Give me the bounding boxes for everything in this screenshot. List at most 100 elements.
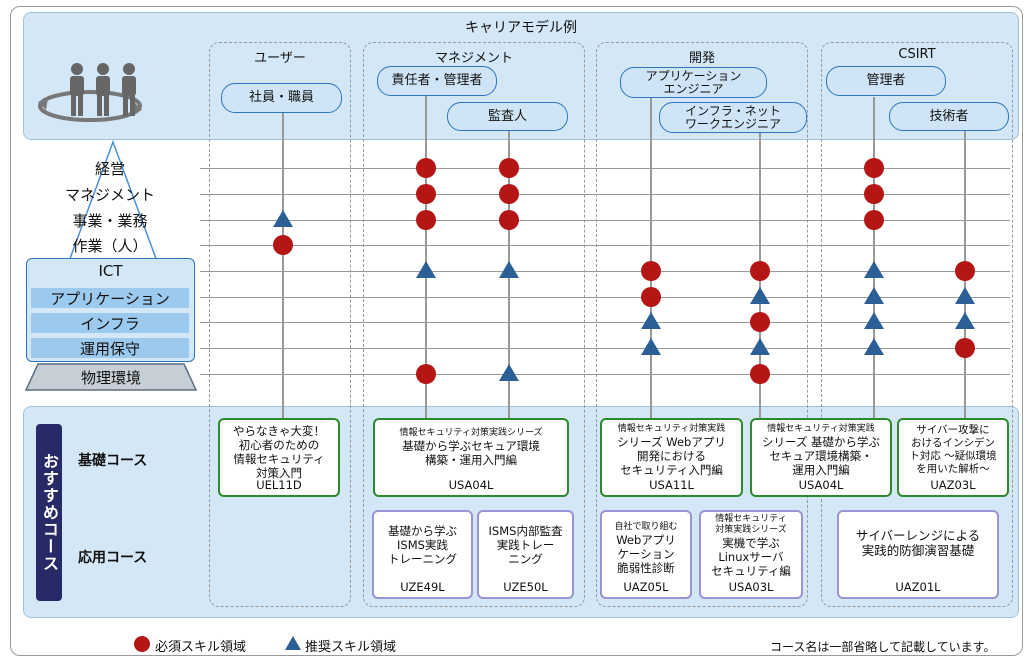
recommended-courses-label: おすすめコース	[36, 424, 62, 601]
course-code: UZE49L	[400, 580, 445, 594]
level-work: 作業（人）	[72, 237, 148, 255]
course-name: サイバーレンジによる 実践的防御演習基礎	[855, 528, 981, 558]
outer-frame	[10, 6, 1023, 656]
role-line	[282, 112, 284, 421]
role-infra-engineer: インフラ・ネット ワークエンジニア	[659, 102, 807, 133]
level-infrastructure: インフラ	[31, 313, 189, 333]
course-card[interactable]: 情報セキュリティ 対策実践シリーズ 実機で学ぶ Linuxサーバ セキュリティ編…	[699, 510, 803, 599]
required-skill-dot	[641, 287, 661, 307]
level-line	[200, 322, 1010, 323]
course-code: USA04L	[798, 478, 844, 492]
role-employee: 社員・職員	[221, 83, 342, 113]
level-business: 事業・業務	[72, 212, 148, 230]
recommended-skill-triangle	[955, 287, 975, 304]
level-ict: ICT	[98, 262, 123, 280]
required-skill-dot	[499, 210, 519, 230]
role-line	[425, 95, 427, 421]
recommended-skill-triangle	[955, 312, 975, 329]
pyramid-outline	[67, 140, 159, 265]
course-prefix: 情報セキュリティ 対策実践シリーズ	[715, 514, 787, 535]
recommended-skill-triangle	[641, 312, 661, 329]
role-line	[650, 97, 652, 421]
required-skill-dot	[499, 158, 519, 178]
required-skill-dot	[750, 261, 770, 281]
course-code: USA03L	[728, 580, 774, 594]
course-prefix: 自社で取り組む	[614, 522, 678, 532]
course-name: やらなきゃ大変！ 初心者のための 情報セキュリティ 対策入門	[233, 424, 325, 480]
course-name: 基礎から学ぶ ISMS実践 トレーニング	[388, 524, 457, 566]
required-skill-dot	[750, 312, 770, 332]
level-line	[200, 194, 1010, 195]
required-skill-dot	[416, 364, 436, 384]
course-card[interactable]: 情報セキュリティ対策実践 シリーズ 基礎から学ぶ セキュア環境構築・ 運用入門編…	[750, 418, 892, 497]
recommended-skill-triangle	[864, 287, 884, 304]
level-management: マネジメント	[64, 186, 155, 204]
required-skill-dot	[273, 235, 293, 255]
group-title-csirt: CSIRT	[898, 47, 936, 62]
level-line	[200, 374, 1010, 375]
group-title-management: マネジメント	[434, 51, 513, 66]
level-physical: 物理環境	[80, 369, 141, 387]
group-title-development: 開発	[688, 51, 715, 66]
recommended-legend-label: 推奨スキル領域	[305, 640, 397, 655]
required-skill-dot	[955, 261, 975, 281]
course-card[interactable]: サイバーレンジによる 実践的防御演習基礎 UAZ01L	[837, 510, 999, 599]
required-skill-dot	[864, 158, 884, 178]
level-operations: 運用保守	[31, 338, 189, 358]
group-title-user: ユーザー	[254, 51, 306, 66]
recommended-skill-triangle	[499, 261, 519, 278]
course-name: ISMS内部監査 実践トレー ニング	[488, 524, 563, 566]
group-user	[209, 42, 351, 607]
course-name: シリーズ 基礎から学ぶ セキュア環境構築・ 運用入門編	[761, 435, 881, 477]
level-line	[200, 168, 1010, 169]
level-application: アプリケーション	[31, 288, 189, 308]
basic-course-label: 基礎コース	[78, 453, 148, 469]
required-legend-label: 必須スキル領域	[155, 640, 247, 655]
course-code: UEL11D	[256, 478, 302, 492]
role-csirt-manager: 管理者	[826, 66, 946, 96]
course-code: UZE50L	[503, 580, 548, 594]
course-card[interactable]: 自社で取り組む Webアプリ ケーション 脆弱性診断 UAZ05L	[600, 510, 692, 599]
course-series: 情報セキュリティ対策実践シリーズ	[399, 428, 543, 438]
course-code: USA11L	[649, 478, 694, 492]
physical-base-shape	[24, 363, 198, 391]
recommended-legend-triangle	[285, 636, 301, 650]
course-card[interactable]: 基礎から学ぶ ISMS実践 トレーニング UZE49L	[372, 510, 473, 599]
advanced-course-label: 応用コース	[78, 550, 148, 566]
footnote: コース名は一部省略して記載しています。	[770, 640, 996, 654]
required-skill-dot	[750, 364, 770, 384]
course-card[interactable]: 情報セキュリティ対策実践シリーズ 基礎から学ぶセキュア環境 構築・運用入門編 U…	[373, 418, 569, 497]
course-series: 情報セキュリティ対策実践	[617, 424, 726, 434]
course-card[interactable]: 情報セキュリティ対策実践 シリーズ Webアプリ 開発における セキュリティ入門…	[600, 418, 743, 497]
course-card[interactable]: サイバー攻撃に おけるインシデン ト対応 ～疑似環境 を用いた解析～ UAZ03…	[897, 418, 1009, 497]
required-skill-dot	[864, 210, 884, 230]
required-skill-dot	[955, 338, 975, 358]
required-skill-dot	[499, 184, 519, 204]
role-app-engineer: アプリケーション エンジニア	[620, 67, 767, 98]
course-card[interactable]: ISMS内部監査 実践トレー ニング UZE50L	[477, 510, 574, 599]
recommended-skill-triangle	[864, 261, 884, 278]
role-auditor: 監査人	[447, 102, 568, 131]
level-line	[200, 348, 1010, 349]
level-line	[200, 297, 1010, 298]
level-line	[200, 220, 1010, 221]
course-name: サイバー攻撃に おけるインシデン ト対応 ～疑似環境 を用いた解析～	[909, 424, 997, 475]
course-card[interactable]: やらなきゃ大変！ 初心者のための 情報セキュリティ 対策入門 UEL11D	[218, 418, 340, 497]
course-code: UAZ05L	[623, 580, 669, 594]
recommended-skill-triangle	[273, 210, 293, 227]
level-line	[200, 271, 1010, 272]
recommended-skill-triangle	[864, 338, 884, 355]
recommended-skill-triangle	[416, 261, 436, 278]
course-name: 実機で学ぶ Linuxサーバ セキュリティ編	[711, 536, 791, 578]
role-line	[873, 97, 875, 421]
role-csirt-engineer: 技術者	[889, 102, 1009, 131]
recommended-skill-triangle	[864, 312, 884, 329]
required-skill-dot	[864, 184, 884, 204]
recommended-skill-triangle	[750, 287, 770, 304]
group-management	[363, 42, 585, 607]
required-legend-dot	[134, 636, 150, 652]
people-icon	[38, 63, 142, 122]
recommended-skill-triangle	[750, 338, 770, 355]
required-skill-dot	[416, 210, 436, 230]
course-name: シリーズ Webアプリ 開発における セキュリティ入門編	[617, 435, 726, 477]
